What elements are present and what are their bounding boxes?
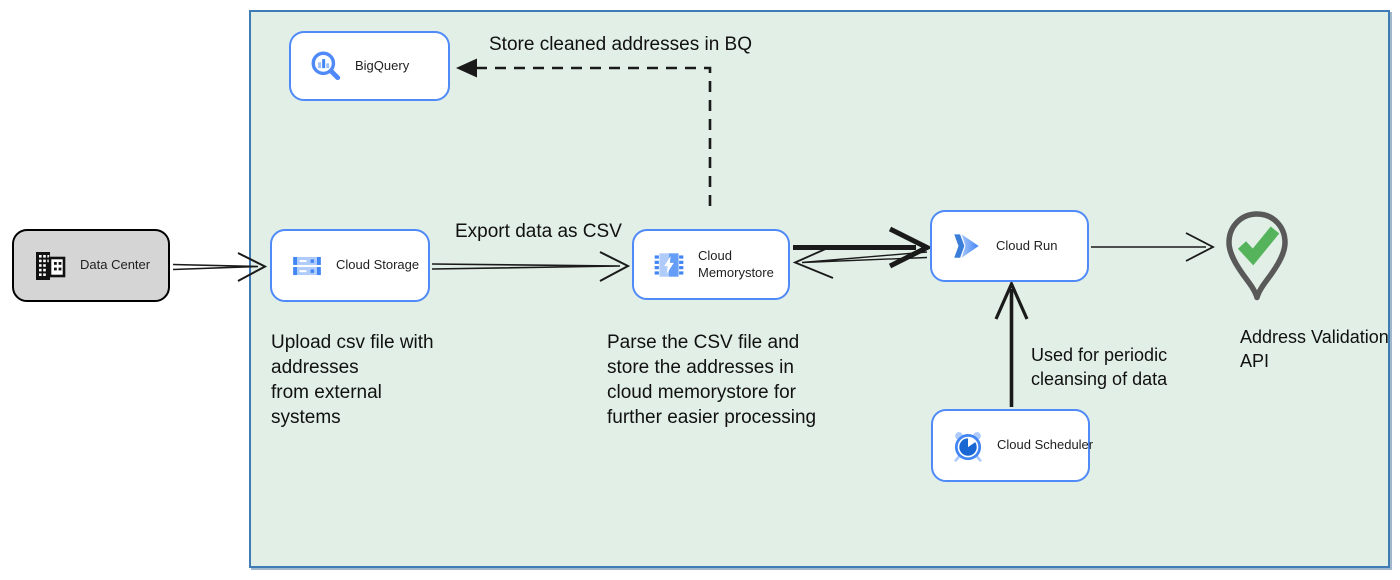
address-validation-pin-icon[interactable] bbox=[1221, 208, 1293, 333]
node-cloud-run[interactable]: Cloud Run bbox=[930, 210, 1089, 282]
node-cloud-memorystore[interactable]: Cloud Memorystore bbox=[632, 229, 790, 300]
node-data-center[interactable]: Data Center bbox=[12, 229, 170, 302]
annotation-parse-note: Parse the CSV file and store the address… bbox=[607, 332, 817, 429]
gcp-boundary-box bbox=[249, 10, 1390, 568]
annotation-upload-note: Upload csv file with addresses from exte… bbox=[271, 332, 434, 429]
cloud-run-icon bbox=[950, 229, 984, 263]
bigquery-magnifier-icon bbox=[309, 49, 343, 83]
node-label: BigQuery bbox=[355, 57, 410, 73]
storage-buckets-icon bbox=[290, 249, 324, 283]
memorystore-chip-icon bbox=[652, 248, 686, 282]
node-label: Cloud Scheduler bbox=[997, 437, 1094, 453]
pin-outline bbox=[1226, 211, 1288, 301]
node-cloud-storage[interactable]: Cloud Storage bbox=[270, 229, 430, 302]
node-cloud-scheduler[interactable]: Cloud Scheduler bbox=[931, 409, 1094, 482]
annotation-address-api: Address Validation API bbox=[1240, 327, 1389, 371]
node-label: Cloud Storage bbox=[336, 257, 420, 273]
check-icon bbox=[1237, 226, 1280, 266]
node-label: Cloud Run bbox=[996, 237, 1058, 253]
node-bigquery[interactable]: BigQuery bbox=[289, 31, 450, 101]
building-icon bbox=[32, 249, 68, 283]
annotation-export-csv: Export data as CSV bbox=[455, 221, 622, 242]
node-label: Cloud Memorystore bbox=[698, 248, 774, 280]
annotation-store-bq: Store cleaned addresses in BQ bbox=[489, 34, 752, 55]
alarm-clock-icon bbox=[951, 429, 985, 463]
annotation-scheduler-note: Used for periodic cleansing of data bbox=[1031, 345, 1168, 389]
node-label: Data Center bbox=[80, 257, 151, 273]
